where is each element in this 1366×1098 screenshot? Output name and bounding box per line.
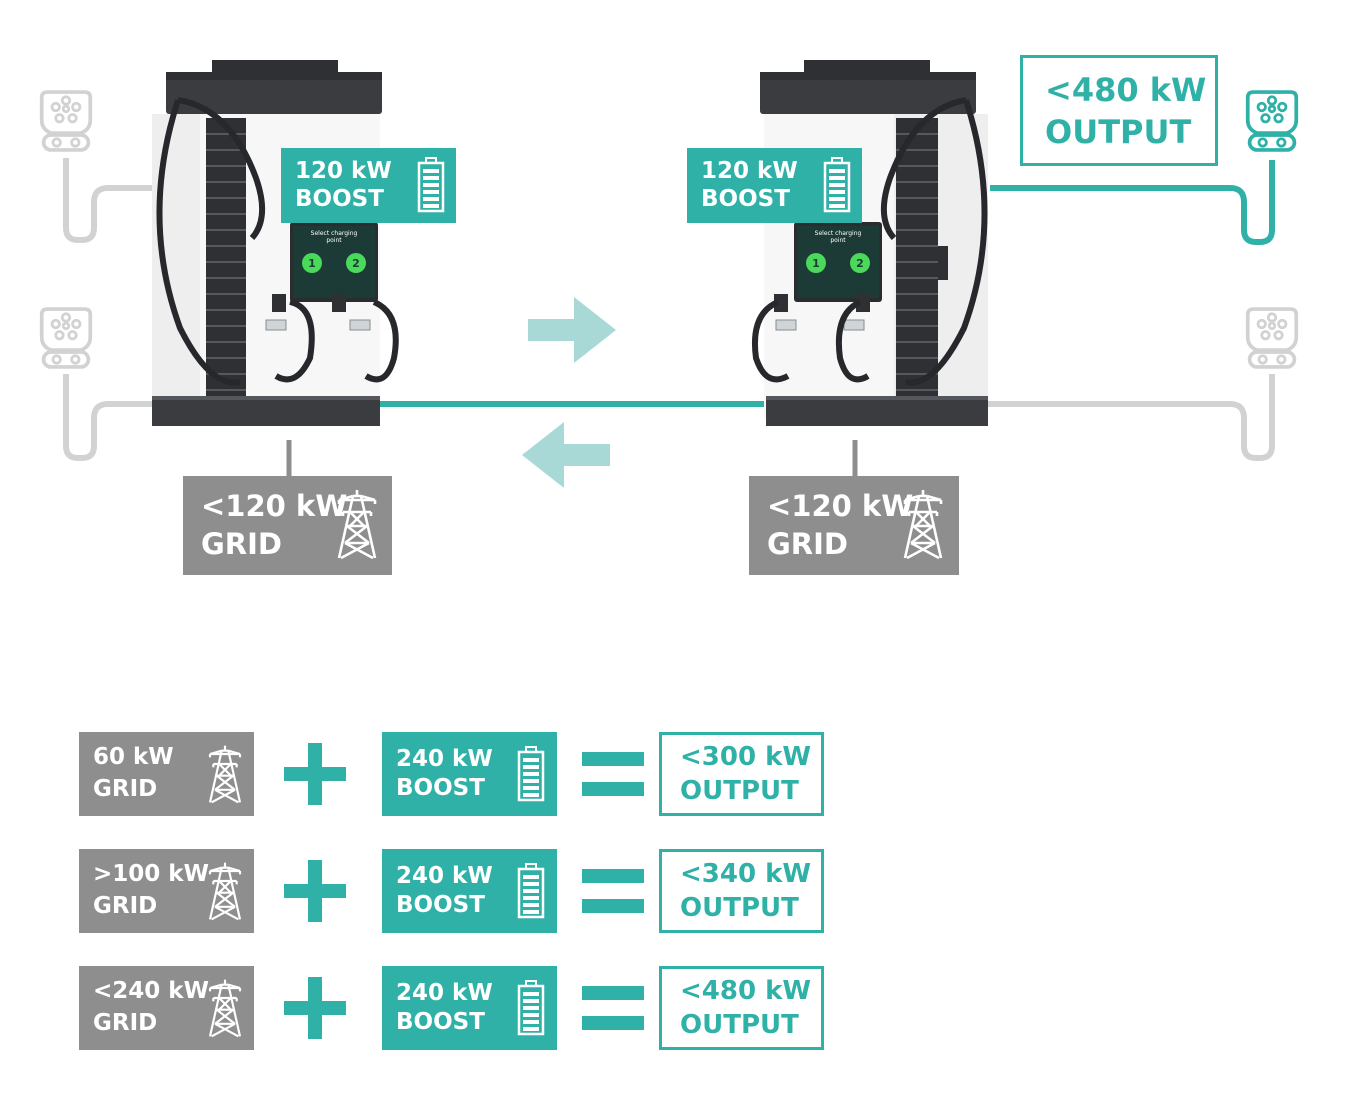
- power-pylon-icon: [903, 488, 943, 560]
- grid-value: 60 kW: [93, 744, 174, 770]
- charger-right: Select charging point 1 2: [752, 60, 988, 426]
- ev-connector-icon: [1245, 90, 1299, 152]
- plus-icon: [284, 743, 346, 805]
- grid-label: GRID: [93, 1010, 158, 1036]
- arrow-left-icon: [522, 422, 610, 488]
- ev-connector-icon: [39, 307, 93, 369]
- screen-title-line2: point: [326, 237, 342, 244]
- plus-icon: [284, 977, 346, 1039]
- grid-label: GRID: [767, 527, 848, 561]
- plus-icon: [284, 860, 346, 922]
- screen-slot-1[interactable]: 1: [812, 257, 820, 270]
- screen-title-line2: point: [830, 237, 846, 244]
- equation-boost-box: 240 kW BOOST: [382, 966, 557, 1050]
- boost-value: 240 kW: [396, 746, 493, 772]
- equation-output-box: <480 kW OUTPUT: [659, 966, 824, 1050]
- power-pylon-icon: [337, 488, 377, 560]
- power-pylon-icon: [208, 744, 242, 804]
- boost-label: BOOST: [701, 186, 790, 212]
- ev-connector-icon: [1245, 307, 1299, 369]
- cable-network: [63, 158, 1275, 478]
- boost-box-left: 120 kW BOOST: [281, 148, 456, 223]
- screen-title-line1: Select charging: [815, 230, 862, 237]
- battery-icon: [517, 863, 545, 919]
- boost-label: BOOST: [295, 186, 384, 212]
- equation-output-box: <300 kW OUTPUT: [659, 732, 824, 816]
- boost-label: BOOST: [396, 775, 485, 801]
- charger-left: Select charging point 1 2: [152, 60, 399, 426]
- output-label: OUTPUT: [1045, 113, 1192, 151]
- power-pylon-icon: [208, 861, 242, 921]
- screen-title-line1: Select charging: [311, 230, 358, 237]
- boost-label: BOOST: [396, 1009, 485, 1035]
- battery-icon: [517, 980, 545, 1036]
- battery-icon: [517, 746, 545, 802]
- boost-value: 120 kW: [295, 158, 392, 184]
- ev-connector-icon: [39, 90, 93, 152]
- boost-value: 240 kW: [396, 863, 493, 889]
- equation-boost-box: 240 kW BOOST: [382, 849, 557, 933]
- output-label: OUTPUT: [680, 1010, 799, 1040]
- output-label: OUTPUT: [680, 776, 799, 806]
- equation-grid-box: <240 kW GRID: [79, 966, 254, 1050]
- grid-value: <240 kW: [93, 978, 209, 1004]
- boost-value: 120 kW: [701, 158, 798, 184]
- grid-value: <120 kW: [201, 489, 348, 523]
- equals-icon: [582, 869, 644, 913]
- boost-box-right: 120 kW BOOST: [687, 148, 862, 223]
- screen-slot-2[interactable]: 2: [352, 257, 360, 270]
- grid-label: GRID: [93, 776, 158, 802]
- output-value: <300 kW: [680, 742, 812, 772]
- equation-output-box: <340 kW OUTPUT: [659, 849, 824, 933]
- equals-icon: [582, 752, 644, 796]
- output-label: OUTPUT: [680, 893, 799, 923]
- battery-icon: [417, 157, 445, 213]
- vent-grille: [896, 118, 938, 414]
- grid-value: <120 kW: [767, 489, 914, 523]
- grid-box-left: <120 kW GRID: [183, 476, 392, 575]
- power-pylon-icon: [208, 978, 242, 1038]
- equation-boost-box: 240 kW BOOST: [382, 732, 557, 816]
- screen-slot-2[interactable]: 2: [856, 257, 864, 270]
- equation-grid-box: 60 kW GRID: [79, 732, 254, 816]
- grid-label: GRID: [201, 527, 282, 561]
- grid-value: >100 kW: [93, 861, 209, 887]
- vent-grille: [206, 118, 246, 414]
- output-value: <480 kW: [1045, 71, 1207, 109]
- equals-icon: [582, 986, 644, 1030]
- screen-slot-1[interactable]: 1: [308, 257, 316, 270]
- equation-grid-box: >100 kW GRID: [79, 849, 254, 933]
- arrow-right-icon: [528, 297, 616, 363]
- boost-label: BOOST: [396, 892, 485, 918]
- output-value: <340 kW: [680, 859, 812, 889]
- output-box-top: <480 kW OUTPUT: [1020, 55, 1218, 166]
- boost-value: 240 kW: [396, 980, 493, 1006]
- grid-box-right: <120 kW GRID: [749, 476, 959, 575]
- output-value: <480 kW: [680, 976, 812, 1006]
- battery-icon: [823, 157, 851, 213]
- grid-label: GRID: [93, 893, 158, 919]
